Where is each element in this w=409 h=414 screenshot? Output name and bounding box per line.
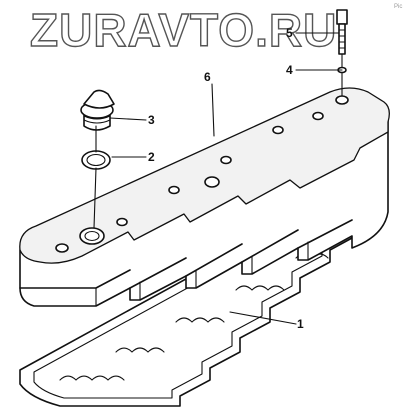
callout-5: 5 (286, 26, 293, 40)
bolt (336, 9, 348, 55)
callout-2: 2 (148, 150, 155, 164)
callout-3: 3 (148, 113, 155, 127)
callout-1: 1 (297, 317, 304, 331)
oil-filler-cap (80, 89, 115, 131)
callout-6: 6 (204, 70, 211, 84)
callout-4: 4 (286, 63, 293, 77)
corner-mark: Pic (394, 4, 402, 10)
watermark-text: ZURAVTO.RU (30, 4, 337, 56)
sealing-ring (81, 150, 111, 170)
valve-cover (19, 87, 390, 307)
